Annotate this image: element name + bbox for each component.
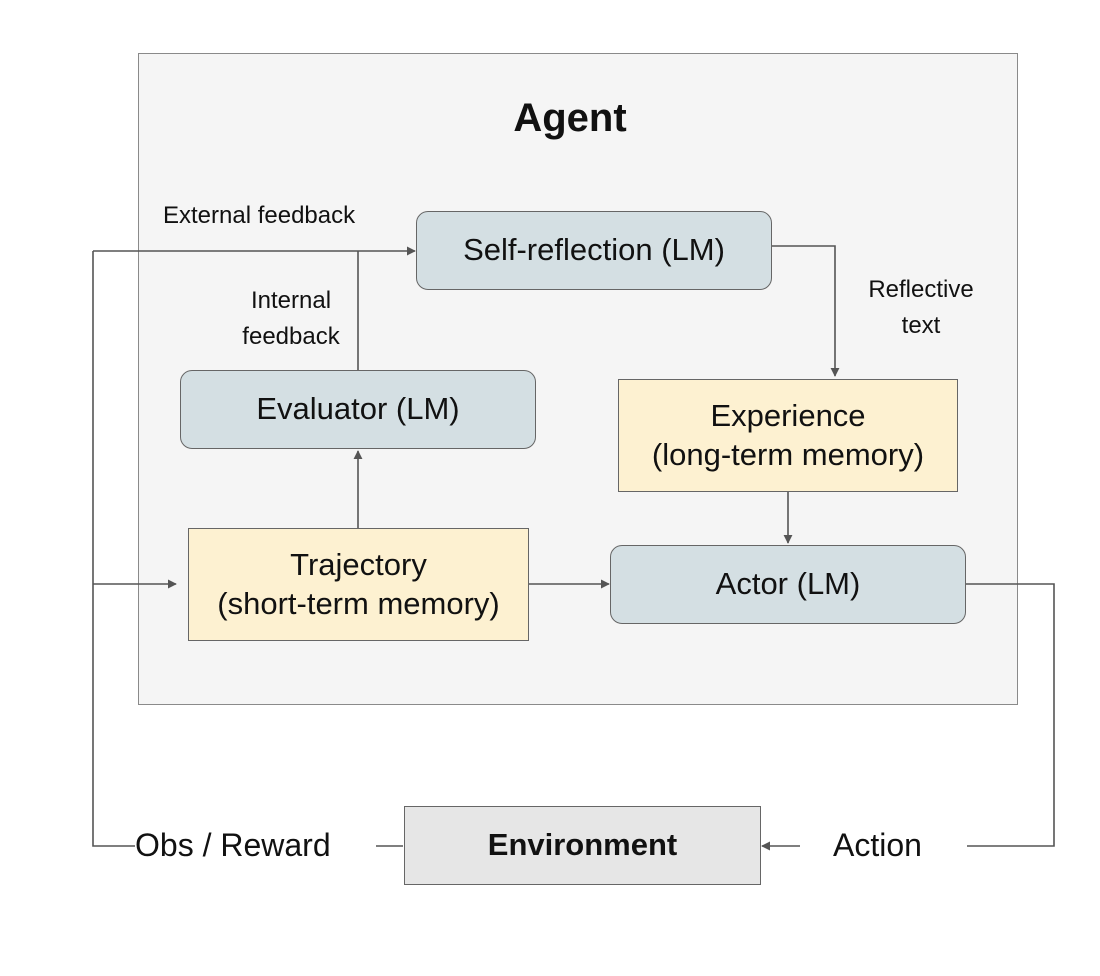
internal-feedback-label: Internal feedback <box>232 283 350 355</box>
internal-feedback-line-2: feedback <box>242 323 340 350</box>
internal-feedback-line-1: Internal <box>250 287 332 314</box>
obs-reward-label: Obs / Reward <box>135 827 331 863</box>
actor-node: Actor (LM) <box>610 545 966 624</box>
evaluator-label: Evaluator (LM) <box>256 391 460 427</box>
environment-node: Environment <box>404 806 761 885</box>
external-feedback-label: External feedback <box>163 202 356 229</box>
trajectory-title: Trajectory <box>290 546 427 582</box>
agent-title: Agent <box>513 96 627 140</box>
environment-label: Environment <box>487 827 678 863</box>
edge-reflective-text <box>772 245 840 377</box>
experience-subtitle: (long-term memory) <box>651 436 925 472</box>
edge-obs-reward-line <box>92 251 135 847</box>
evaluator-node: Evaluator (LM) <box>180 370 536 449</box>
experience-title: Experience <box>710 397 866 433</box>
self-reflection-node: Self-reflection (LM) <box>416 211 772 290</box>
reflective-text-label: Reflective text <box>857 272 985 344</box>
trajectory-node: Trajectory (short-term memory) <box>188 528 529 641</box>
action-label: Action <box>833 827 922 863</box>
self-reflection-label: Self-reflection (LM) <box>463 232 725 268</box>
reflective-text-line-1: Reflective <box>868 276 974 303</box>
reflective-text-line-2: text <box>901 312 941 339</box>
actor-label: Actor (LM) <box>715 566 861 602</box>
edge-actor-action-line <box>966 583 1055 847</box>
trajectory-subtitle: (short-term memory) <box>217 585 500 621</box>
experience-node: Experience (long-term memory) <box>618 379 958 492</box>
